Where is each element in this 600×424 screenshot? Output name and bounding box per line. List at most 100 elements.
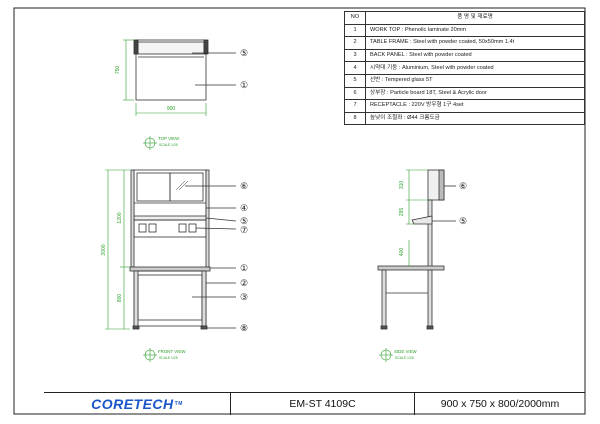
callout-5-side: ⑤ [459, 216, 467, 226]
receptacle-1 [138, 223, 147, 233]
side-leg-front [381, 269, 387, 327]
upper-cabinet-door-right [169, 172, 204, 202]
sheet-frame [13, 7, 586, 415]
leader-7-front [195, 227, 237, 230]
callout-3-front: ③ [240, 292, 248, 302]
row-desc: TABLE FRAME : Steel with powder coated, … [365, 36, 585, 50]
row-desc: 시약대 기둥 : Aluminium, Steel with powder co… [365, 61, 585, 75]
side-view-label: SIDE VIEW [394, 349, 418, 354]
front-view [129, 169, 237, 330]
callout-4-front: ④ [240, 203, 248, 213]
back-panel [137, 274, 203, 321]
top-view-post-left [133, 39, 139, 55]
frame-leg-left [133, 270, 139, 327]
header-no: NO [344, 11, 366, 25]
callout-7-front: ⑦ [240, 225, 248, 235]
row-no: 6 [344, 86, 366, 101]
dim-top-depth: 750 [115, 66, 121, 75]
callout-6-front: ⑥ [240, 181, 248, 191]
front-view-scale: SCALE 1/25 [159, 356, 178, 360]
upper-cabinet-door-left [136, 172, 171, 202]
receptacle-3 [178, 223, 187, 233]
logo-text: CORETECH [91, 396, 174, 412]
foot-left [132, 325, 140, 330]
callout-5-top: ⑤ [240, 48, 248, 58]
product-size: 900 x 750 x 800/2000mm [440, 398, 560, 410]
dim-side-cabinet: 310 [399, 181, 405, 190]
callout-5-front: ⑤ [240, 216, 248, 226]
row-desc: 선반 : Tempered glass 5T [365, 73, 585, 88]
top-view-outline [135, 39, 207, 101]
top-view-label: TOP VIEW [158, 136, 180, 141]
glass-hatch-1 [175, 180, 186, 191]
row-desc: 상부장 : Particle board 18T, Steel & Acryli… [365, 86, 585, 101]
callout-2-front: ② [240, 278, 248, 288]
row-no: 2 [344, 36, 366, 50]
callout-1-front: ① [240, 263, 248, 273]
post-left [130, 169, 135, 268]
dim-front-lower: 800 [117, 294, 123, 303]
side-view [377, 169, 456, 330]
row-no: 4 [344, 61, 366, 75]
row-desc: BACK PANEL : Steel with powder coated [365, 48, 585, 63]
row-no: 5 [344, 73, 366, 88]
side-foot-front [380, 325, 388, 330]
work-top [129, 266, 211, 272]
table-frame [133, 270, 207, 327]
top-view [133, 39, 236, 101]
dim-top-width: 900 [167, 106, 176, 112]
dim-front-total: 2000 [101, 244, 107, 255]
parts-table-header: NO 품 명 및 재료명 [344, 11, 585, 25]
side-shelf [411, 215, 433, 225]
side-view-dimensions [379, 169, 428, 362]
front-view-label: FRONT VIEW [158, 349, 186, 354]
top-view-dimensions [123, 39, 207, 150]
leader-5-front [205, 217, 237, 222]
top-view-shelf [137, 41, 205, 55]
model-number: EM-ST 4109C [231, 393, 415, 415]
side-leg-back [427, 269, 433, 327]
side-work-top [377, 265, 445, 271]
row-no: 8 [344, 111, 366, 126]
glass-hatch-2 [178, 180, 189, 191]
logo-trademark: TM [174, 401, 183, 407]
top-view-post-right [203, 39, 209, 55]
row-desc: 높낮이 조절좌 : Ø44 크롬도금 [365, 111, 585, 126]
side-cabinet-door [438, 169, 445, 201]
receptacle-panel [133, 219, 207, 238]
receptacle-2 [148, 223, 157, 233]
top-view-scale: SCALE 1/25 [159, 143, 178, 147]
front-view-dimensions [105, 169, 157, 362]
row-desc: RECEPTACLE : 220V 방우형 1구 4set [365, 99, 585, 113]
side-post [427, 199, 433, 268]
side-view-scale: SCALE 1/25 [395, 356, 414, 360]
receptacle-4 [188, 223, 197, 233]
row-no: 1 [344, 23, 366, 38]
frame-leg-right [201, 270, 207, 327]
header-desc: 품 명 및 재료명 [365, 11, 585, 25]
row-desc: WORK TOP : Phenolic laminate 20mm [365, 23, 585, 38]
callout-8-front: ⑧ [240, 323, 248, 333]
side-foot-back [426, 325, 434, 330]
row-no: 3 [344, 48, 366, 63]
dim-front-upper: 1200 [117, 212, 123, 223]
front-shelf [133, 215, 207, 221]
foot-right [200, 325, 208, 330]
dim-side-shelf: 400 [399, 248, 405, 257]
dim-side-mid: 295 [399, 208, 405, 217]
row-no: 7 [344, 99, 366, 113]
callout-1-top: ① [240, 80, 248, 90]
